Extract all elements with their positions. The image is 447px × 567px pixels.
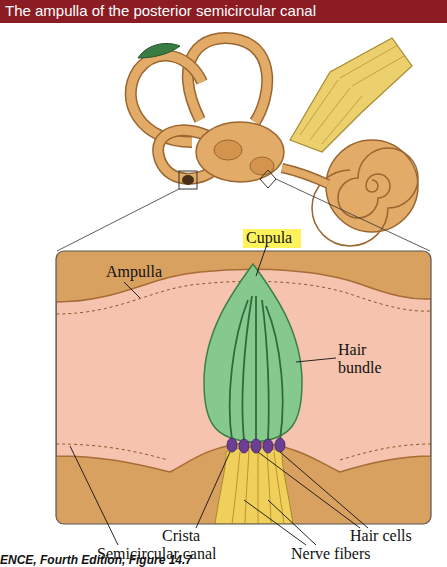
cochlea-spiral: [312, 148, 418, 246]
hair-cell: [227, 438, 237, 452]
hair-bundles: [230, 296, 283, 440]
zoom-marker: [260, 170, 276, 188]
ampulla-detail: [56, 251, 431, 524]
part-label: Hair bundle: [338, 341, 388, 377]
part-label: Hair cells: [350, 527, 412, 545]
label-highlight: [243, 229, 301, 248]
leader-line: [70, 446, 118, 545]
cochlea: [326, 140, 418, 232]
part-label: Crista: [162, 527, 200, 545]
nerve-fibers: [232, 450, 284, 524]
leader-lines: [70, 247, 368, 545]
title-band: [0, 0, 447, 23]
inner-ear: [57, 38, 430, 251]
leader-line: [196, 452, 230, 528]
membrane-sac: [138, 43, 180, 58]
leader-line: [296, 358, 336, 362]
leader-line: [256, 247, 266, 276]
leader-line: [244, 500, 316, 545]
part-label: Semicircular canal: [97, 545, 217, 563]
nerve-striations: [300, 45, 404, 144]
nerve-bundle: [290, 38, 412, 152]
canal-wall: [56, 251, 431, 524]
hair-cell: [239, 439, 249, 453]
utricle: [214, 140, 242, 160]
zoom-marker: [179, 171, 197, 189]
hair-cell: [275, 438, 285, 452]
zoom-lines: [57, 179, 430, 251]
leader-line: [258, 452, 368, 528]
part-label: Ampulla: [106, 263, 162, 281]
cochlear-duct: [282, 168, 328, 184]
ampulla-dot: [182, 175, 194, 185]
cochlear-duct-outline: [282, 168, 328, 184]
figure-title: The ampulla of the posterior semicircula…: [5, 0, 316, 22]
cupula-gel: [204, 264, 302, 442]
leader-line: [124, 282, 140, 298]
hair-cell: [251, 439, 261, 453]
zoom-frame: [56, 251, 431, 524]
hair-cells: [227, 438, 285, 453]
hair-cell: [263, 439, 273, 453]
part-label: Nerve fibers: [291, 545, 371, 563]
part-label: Cupula: [246, 229, 292, 247]
